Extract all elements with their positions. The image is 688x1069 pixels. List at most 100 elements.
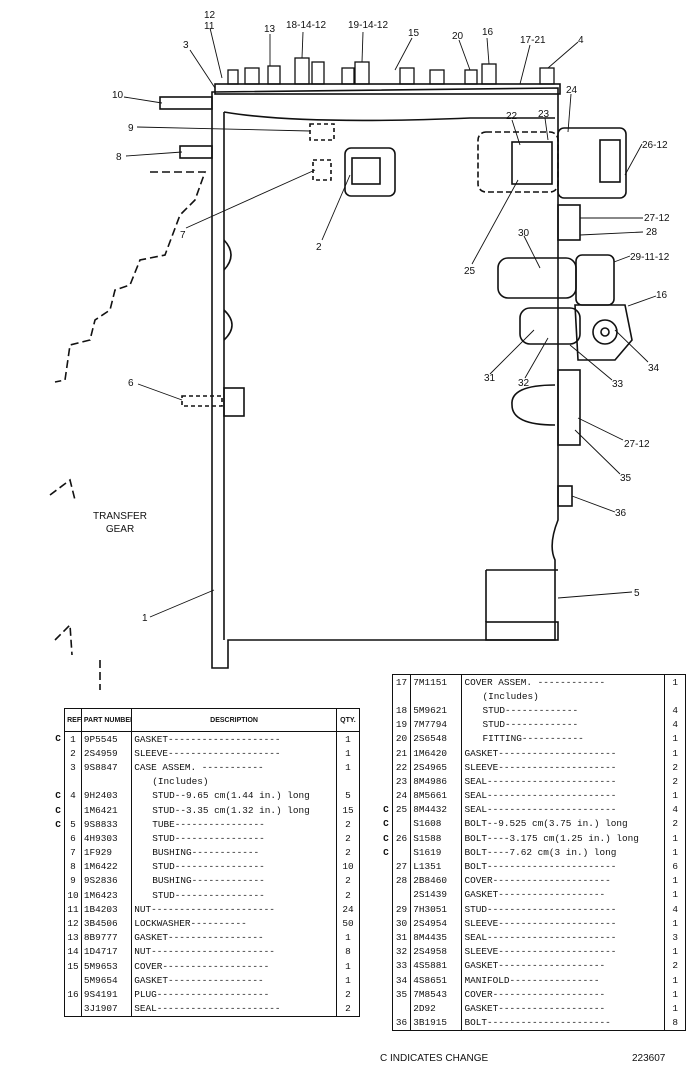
description: COVER------------------- (131, 959, 337, 974)
change-mark: C (383, 818, 389, 830)
ref-number (391, 845, 412, 860)
part-number: L1351 (410, 859, 463, 874)
callout: 26-12 (642, 140, 668, 151)
table-row: (Includes) (52, 774, 361, 789)
ref-number: 11 (64, 902, 82, 917)
callout: 17-21 (520, 35, 546, 46)
change-mark (380, 703, 392, 717)
header-desc: DESCRIPTION (131, 708, 337, 732)
ref-number: 14 (64, 944, 82, 959)
bolt-36 (557, 485, 573, 507)
parts-table-left: REF. NO. PART NUMBER DESCRIPTION QTY. C1… (52, 708, 361, 1017)
change-mark (52, 888, 65, 902)
part-number: 2S4959 (81, 746, 133, 761)
left-boss-2 (223, 309, 233, 341)
callout: 2 (316, 242, 322, 253)
part-number: 9P5545 (81, 731, 133, 747)
change-mark (52, 902, 65, 916)
ref-number: 19 (391, 717, 412, 732)
quantity: 24 (336, 902, 361, 917)
ref-number (64, 1001, 82, 1017)
change-mark (380, 718, 392, 732)
part-number: 2S1439 (410, 887, 463, 902)
quantity: 50 (336, 916, 361, 931)
description: TUBE---------------- (131, 817, 337, 832)
callout: 33 (612, 379, 624, 390)
change-mark (52, 959, 65, 973)
change-mark (380, 945, 392, 959)
quantity: 1 (336, 746, 361, 761)
callout: 18-14-12 (286, 20, 326, 31)
quantity: 1 (664, 987, 686, 1002)
part-number: 9H2403 (81, 788, 133, 803)
ref-number: 28 (391, 873, 412, 888)
quantity: 1 (664, 916, 686, 931)
part-number: 8M5661 (410, 788, 463, 803)
callout: 25 (464, 266, 476, 277)
part-number: S1588 (410, 831, 463, 846)
quantity: 2 (336, 1001, 361, 1017)
quantity: 15 (336, 802, 361, 818)
top-studs (227, 57, 555, 85)
quantity: 1 (664, 674, 686, 690)
part-number: 9S2836 (81, 873, 133, 889)
caption-line: GEAR (105, 524, 135, 535)
description: SLEEVE--------------------- (461, 916, 666, 931)
callout: 13 (264, 24, 276, 35)
description: SLEEVE-------------------- (131, 746, 337, 761)
change-note: C INDICATES CHANGE (380, 1053, 489, 1064)
ref-number: 1 (64, 731, 82, 747)
description: SEAL----------------------- (461, 930, 666, 945)
change-mark: C (55, 804, 61, 816)
change-mark (380, 987, 392, 1001)
description: BOLT---------------------- (461, 1015, 666, 1031)
quantity: 1 (336, 930, 361, 945)
callout: 20 (452, 31, 464, 42)
change-mark (380, 689, 392, 703)
quantity: 4 (664, 717, 686, 732)
ref-number: 34 (391, 972, 412, 988)
description: MANIFOLD---------------- (461, 972, 666, 988)
quantity: 6 (664, 859, 686, 874)
quantity: 1 (664, 845, 686, 860)
description: GASKET----------------- (131, 930, 337, 945)
ref-number: 3 (64, 760, 82, 775)
description: STUD---------------- (131, 888, 337, 903)
part-number: 1M6423 (81, 888, 133, 903)
callout: 10 (112, 90, 124, 101)
ref-number (391, 1001, 412, 1016)
quantity: 5 (336, 788, 361, 803)
callout: 15 (408, 28, 420, 39)
callout: 19-14-12 (348, 20, 388, 31)
quantity: 1 (336, 760, 361, 775)
ref-number: 15 (64, 959, 82, 974)
part-number: 9S4191 (81, 987, 133, 1002)
drawing-code: 223607 (632, 1053, 666, 1064)
change-mark (380, 916, 392, 930)
description: LOCKWASHER---------- (131, 916, 337, 931)
callout: 22 (506, 111, 518, 122)
ref-number: 36 (391, 1015, 412, 1031)
description: SEAL---------------------- (131, 1001, 337, 1017)
table-row: (Includes) (380, 689, 686, 704)
description: SLEEVE--------------------- (461, 760, 666, 775)
ref-number: 29 (391, 902, 412, 917)
change-mark (380, 973, 392, 987)
description: SEAL----------------------- (461, 802, 666, 817)
